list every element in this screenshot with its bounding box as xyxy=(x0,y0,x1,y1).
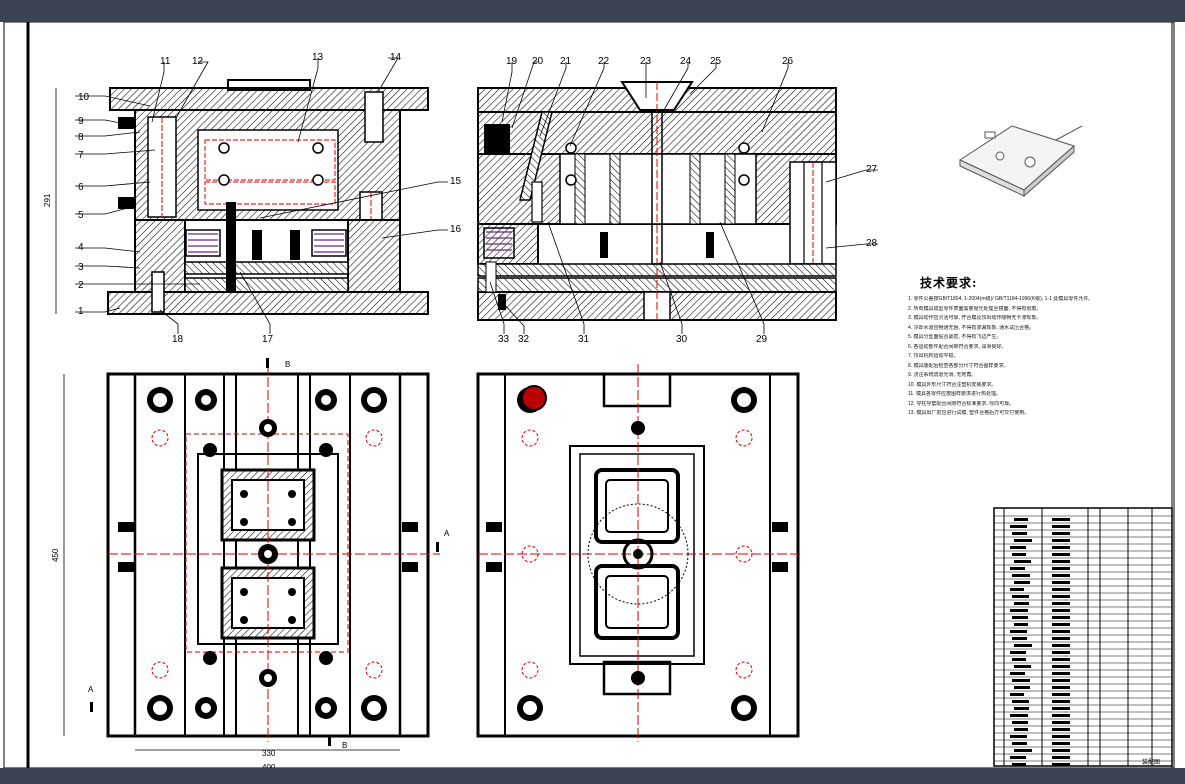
tech-requirement-line: 9. 浇注系统流道光滑, 无死角。 xyxy=(908,372,977,378)
part-number-label: 20 xyxy=(532,56,544,67)
tech-requirement-line: 6. 各运动部件配合间隙符合要求, 润滑良好。 xyxy=(908,343,1007,350)
dimension-text: 330 xyxy=(262,749,276,758)
section-marks: B A A B xyxy=(88,358,450,750)
part-number-label: 7 xyxy=(78,150,84,161)
dimension-height-left: 291 xyxy=(43,88,57,314)
part-number-label: 15 xyxy=(450,176,462,187)
assembly-drawing: 1234567891011121314151617181920212223242… xyxy=(3,22,1175,768)
dimension-text: 291 xyxy=(43,193,52,207)
part-number-label: 22 xyxy=(598,56,610,67)
part-number-label: 11 xyxy=(160,56,171,67)
part-number-label: 17 xyxy=(262,334,274,345)
part-number-label: 29 xyxy=(756,334,768,345)
part-number-label: 24 xyxy=(680,56,692,67)
tech-requirement-line: 1. 零件公差按GB/T1804, 1-2004(m级)/ GB/T1184-1… xyxy=(908,296,1094,302)
dimension-text: 400 xyxy=(262,763,276,768)
tech-requirement-line: 2. 所有模具成型零件表面需要抛光处理至镜面, 不得有划痕。 xyxy=(908,305,1042,312)
part-number-label: 1 xyxy=(78,306,84,317)
tech-requirement-line: 10. 模具外形尺寸符合注塑机安装要求。 xyxy=(908,381,997,388)
part-number-label: 33 xyxy=(498,334,510,345)
part-number-label: 8 xyxy=(78,132,84,143)
part-number-label: 5 xyxy=(78,210,84,221)
part-number-label: 23 xyxy=(640,56,652,67)
part-number-label: 18 xyxy=(172,334,184,345)
part-number-label: 16 xyxy=(450,224,462,235)
part-isometric-view xyxy=(958,125,1083,198)
tech-requirement-line: 8. 模具装配后检查各部分尺寸符合图样要求。 xyxy=(908,362,1009,369)
part-number-label: 28 xyxy=(866,238,878,249)
part-number-label: 6 xyxy=(78,182,84,193)
part-number-label: 26 xyxy=(782,56,794,67)
leader-lines-left xyxy=(75,57,448,334)
section-mark: B xyxy=(342,741,347,750)
tech-requirement-line: 3. 模具动作应灵活可靠, 开合模及顶出动作顺畅无卡滞现象。 xyxy=(908,315,1042,321)
tech-requirement-line: 11. 模具各零件应按图样要求进行热处理。 xyxy=(908,391,1001,397)
section-view-right xyxy=(477,81,837,321)
tech-requirements-title: 技术要求: xyxy=(920,276,978,290)
viewer-status-bar xyxy=(0,768,1185,784)
leader-lines-right xyxy=(489,61,878,334)
dimension-plan: 450 330 400 xyxy=(51,374,400,768)
part-number-label: 25 xyxy=(710,56,722,67)
part-number-label: 27 xyxy=(866,164,878,175)
tech-requirement-line: 7. 顶出机构运动平稳。 xyxy=(908,353,959,359)
part-number-label: 12 xyxy=(192,56,204,67)
tech-requirement-line: 12. 导柱导套配合间隙符合标准要求, 导向可靠。 xyxy=(908,400,1015,407)
title-block-label: 装配图 xyxy=(1142,758,1160,766)
part-number-label: 30 xyxy=(676,334,688,345)
tech-requirement-line: 5. 模具分型面贴合紧密, 不得有飞边产生。 xyxy=(908,334,1002,340)
section-mark: A xyxy=(444,529,450,538)
part-number-label: 3 xyxy=(78,262,84,273)
part-number-label: 2 xyxy=(78,280,84,291)
section-mark: B xyxy=(285,360,290,369)
section-view-left xyxy=(107,79,429,315)
plan-view-left xyxy=(106,364,440,742)
part-number-label: 14 xyxy=(390,52,402,63)
dimension-text: 450 xyxy=(51,548,60,562)
part-number-label: 13 xyxy=(312,52,324,63)
part-number-label: 10 xyxy=(78,92,90,103)
part-number-label: 32 xyxy=(518,334,530,345)
part-number-label: 31 xyxy=(578,334,590,345)
plan-view-right xyxy=(476,364,800,742)
title-block: 装配图 xyxy=(993,507,1173,767)
viewer-title-bar xyxy=(0,0,1185,22)
tech-requirement-line: 13. 模具出厂前应进行试模, 塑件合格后方可交付使用。 xyxy=(908,410,1030,416)
part-number-label: 21 xyxy=(560,56,572,67)
part-number-label: 9 xyxy=(78,116,84,127)
section-mark: A xyxy=(88,685,94,694)
part-number-label: 4 xyxy=(78,242,84,253)
part-number-label: 19 xyxy=(506,56,518,67)
tech-requirement-line: 4. 冷却水道应畅通无阻, 不得有渗漏现象, 通水试压合格。 xyxy=(908,324,1035,331)
